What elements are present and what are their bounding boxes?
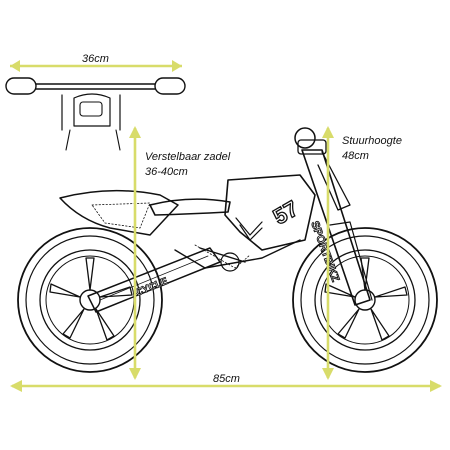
bike-frame [59, 127, 373, 313]
handlebar-height-label: Stuurhoogte [342, 135, 402, 147]
number-decal: 57 [269, 196, 303, 230]
handlebar-width-label: 36cm [82, 53, 109, 65]
saddle-range-label: 36-40cm [145, 166, 188, 178]
handlebar-top-view [5, 77, 186, 151]
total-length-label: 85cm [213, 373, 240, 385]
rear-wheel [17, 227, 163, 373]
saddle-height-dimension [129, 126, 141, 380]
handlebar-height-value: 48cm [342, 150, 369, 162]
handlebar-width-dimension [10, 60, 182, 72]
handlebar-height-dimension [322, 126, 334, 380]
saddle-label: Verstelbaar zadel [145, 151, 231, 163]
front-wheel [292, 227, 438, 373]
total-length-dimension [10, 380, 442, 392]
